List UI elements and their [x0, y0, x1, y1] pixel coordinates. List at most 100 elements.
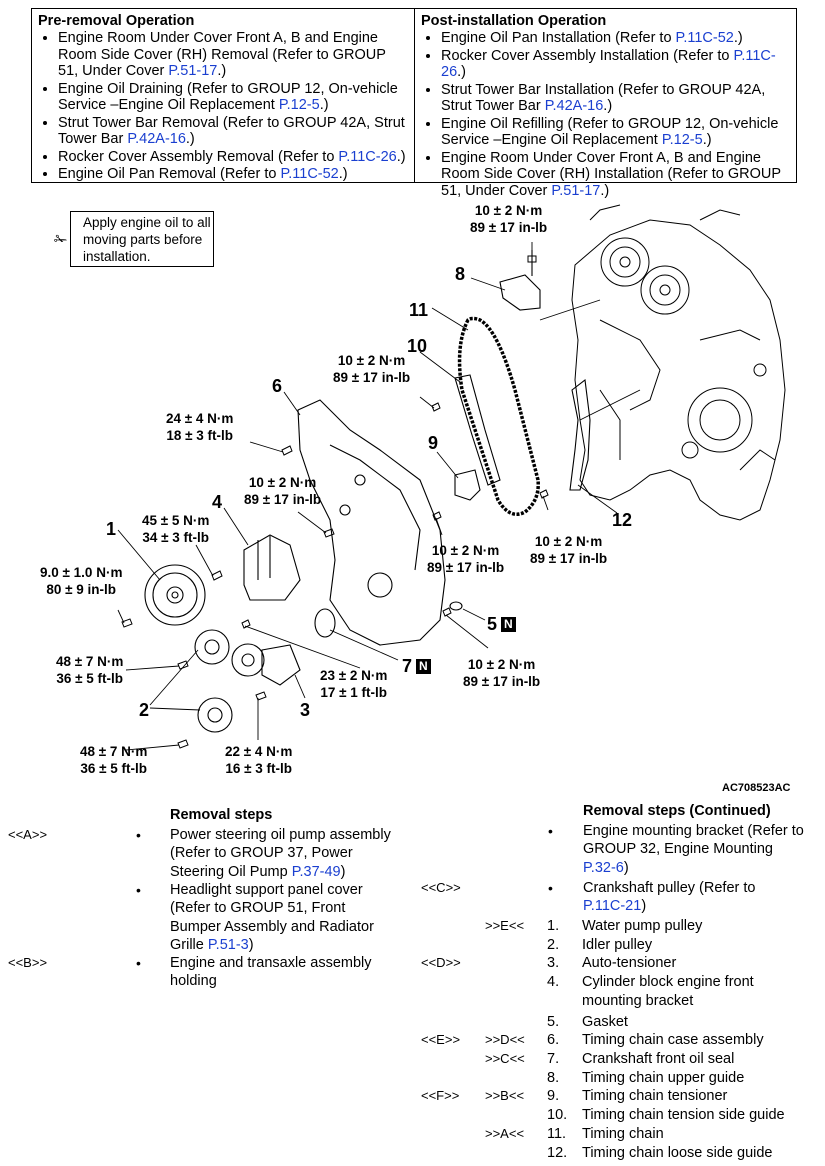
callout-6: 6: [272, 376, 283, 396]
step-label: Timing chain tensioner: [582, 1088, 728, 1105]
post-installation-list: Engine Oil Pan Installation (Refer to P.…: [421, 30, 790, 199]
callout-3: 3: [300, 700, 311, 720]
bullet: •: [548, 823, 553, 839]
page-reference-link[interactable]: P.11C-52: [675, 30, 734, 46]
post-installation-item: Engine Oil Pan Installation (Refer to P.…: [441, 30, 790, 47]
page-reference-link[interactable]: P.12-5: [661, 132, 703, 148]
bullet: •: [136, 955, 141, 972]
step-label: Timing chain loose side guide: [582, 1144, 773, 1161]
removal-code: <<D>>: [421, 955, 461, 971]
new-part-badge: N: [416, 659, 431, 674]
page-reference-link[interactable]: P.42A-16: [127, 131, 186, 147]
callout-9: 9: [428, 433, 439, 453]
step-number: 6.: [547, 1032, 560, 1049]
installation-code: >>E<<: [485, 918, 525, 933]
engine-drawing: [117, 204, 786, 751]
post-installation-item: Engine Oil Refilling (Refer to GROUP 12,…: [441, 116, 790, 149]
removal-code: <<F>>: [421, 1088, 460, 1104]
removal-step-text: Grille P.51-3): [170, 936, 254, 953]
step-label: Gasket: [582, 1013, 628, 1030]
step-number: 12.: [547, 1144, 568, 1161]
gasket: [449, 601, 463, 611]
removal-step-text: (Refer to GROUP 51, Front: [170, 900, 346, 917]
page-reference-link[interactable]: P.11C-26: [441, 47, 776, 81]
page-reference-link[interactable]: P.37-49: [291, 863, 341, 880]
post-installation-title: Post-installation Operation: [421, 13, 607, 29]
installation-code: >>C<<: [485, 1051, 525, 1066]
idler-pulley-2: [197, 697, 233, 733]
step-number: 1.: [547, 918, 560, 934]
removal-steps-title: Removal steps: [170, 807, 273, 823]
page-reference-link[interactable]: P.51-3: [207, 936, 249, 953]
step-label: Timing chain case assembly: [582, 1032, 764, 1049]
removal-step-link-line: P.11C-21): [583, 898, 647, 915]
page-reference-link[interactable]: P.12-5: [278, 97, 320, 113]
page-reference-link[interactable]: P.51-17: [168, 63, 218, 79]
callout-2: 2: [139, 700, 150, 720]
idler-pulley-1: [194, 629, 230, 665]
tension-side-guide: [454, 374, 501, 486]
post-installation-item: Strut Tower Bar Installation (Refer to G…: [441, 82, 790, 115]
removal-step-link-line: P.32-6): [583, 859, 629, 876]
operations-table: Pre-removal Operation Engine Room Under …: [31, 8, 797, 199]
step-label: Cylinder block engine front: [582, 974, 754, 991]
step-label: mounting bracket: [582, 992, 694, 1009]
step-label: Idler pulley: [582, 936, 653, 953]
step-label: Water pump pulley: [582, 918, 703, 934]
removal-step-text: Power steering oil pump assembly: [170, 827, 391, 843]
removal-code: <<A>>: [8, 827, 48, 842]
step-number: 3.: [547, 955, 560, 972]
pre-removal-item: Engine Oil Draining (Refer to GROUP 12, …: [58, 81, 408, 114]
removal-step-text: holding: [170, 973, 217, 990]
step-label: Timing chain upper guide: [582, 1069, 745, 1086]
removal-step-text: GROUP 32, Engine Mounting: [583, 841, 773, 858]
callout-11: 11: [409, 300, 429, 320]
step-number: 9.: [547, 1088, 560, 1105]
pre-removal-item: Engine Room Under Cover Front A, B and E…: [58, 30, 408, 80]
post-installation-item: Engine Room Under Cover Front A, B and E…: [441, 150, 790, 200]
step-number: 4.: [547, 974, 560, 991]
removal-step-text: Engine and transaxle assembly: [170, 955, 372, 972]
installation-code: >>A<<: [485, 1125, 525, 1141]
post-installation-item: Rocker Cover Assembly Installation (Refe…: [441, 48, 790, 81]
figure-code: AC708523AC: [722, 782, 791, 794]
exploded-diagram: ✁ Apply engine oil to all moving parts b…: [0, 190, 825, 800]
removal-step-text: Crankshaft pulley (Refer to: [583, 879, 756, 896]
step-number: 7.: [547, 1051, 560, 1067]
bullet: •: [136, 827, 141, 843]
removal-step-text: Headlight support panel cover: [170, 881, 363, 898]
pre-removal-item: Strut Tower Bar Removal (Refer to GROUP …: [58, 115, 408, 148]
step-label: Auto-tensioner: [582, 955, 677, 972]
page-reference-link[interactable]: P.11C-26: [338, 148, 397, 165]
removal-step-text: Steering Oil Pump P.37-49): [170, 863, 346, 880]
mounting-bracket: [243, 534, 301, 601]
callout-8: 8: [455, 264, 466, 284]
removal-code: <<E>>: [421, 1032, 461, 1048]
step-number: 5.: [547, 1013, 560, 1030]
callout-10: 10: [407, 336, 428, 356]
timing-chain-case: [297, 399, 446, 646]
page-reference-link[interactable]: P.42A-16: [544, 98, 604, 114]
post-installation-column: Post-installation Operation Engine Oil P…: [415, 9, 796, 199]
page-reference-link[interactable]: P.11C-21: [583, 898, 642, 915]
upper-guide: [499, 274, 541, 311]
page-reference-link[interactable]: P.32-6: [583, 859, 624, 876]
page-reference-link[interactable]: P.51-17: [551, 182, 601, 199]
page-reference-link[interactable]: P.11C-52: [280, 166, 339, 182]
oil-can-icon: ✁: [54, 232, 68, 249]
engine-block-outline: [571, 204, 786, 521]
pre-removal-item: Engine Oil Pan Removal (Refer to P.11C-5…: [58, 166, 408, 183]
step-label: Crankshaft front oil seal: [582, 1051, 735, 1067]
